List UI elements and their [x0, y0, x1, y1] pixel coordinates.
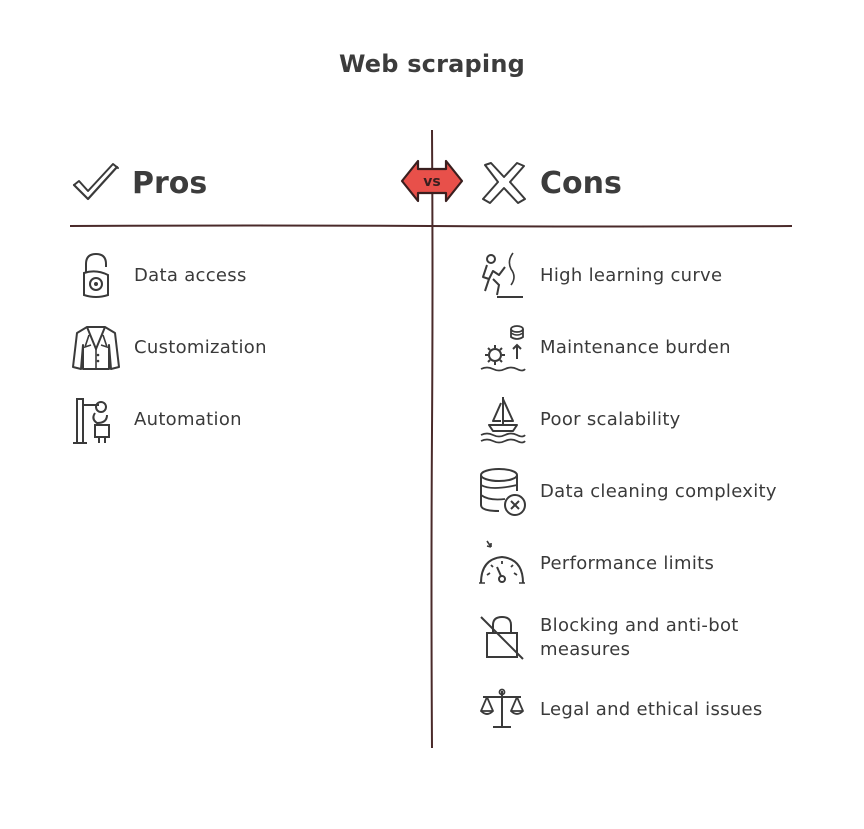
list-item: Data access [70, 250, 247, 302]
vs-badge: vs [398, 155, 466, 207]
cons-item-label: Maintenance burden [540, 337, 731, 358]
suit-jacket-icon [70, 322, 122, 374]
list-item: High learning curve [476, 250, 722, 302]
checkmark-icon [70, 160, 122, 206]
vs-label: vs [423, 174, 440, 190]
blocked-lock-icon [476, 612, 528, 664]
pros-item-label: Data access [134, 265, 247, 286]
cons-heading: Cons [540, 165, 622, 201]
list-item: Performance limits [476, 538, 714, 590]
list-item: Data cleaning complexity [476, 466, 777, 518]
cons-item-label: Blocking and anti-bot measures [540, 615, 739, 660]
list-item: Blocking and anti-bot measures [476, 612, 739, 664]
cons-item-label: Performance limits [540, 553, 715, 574]
pros-heading: Pros [132, 165, 208, 201]
pros-item-label: Automation [134, 409, 242, 430]
cons-item-label: Legal and ethical issues [540, 699, 763, 720]
cons-header: Cons [478, 160, 622, 206]
pros-item-label: Customization [134, 337, 267, 358]
list-item: Automation [70, 394, 242, 446]
list-item: Maintenance burden [476, 322, 731, 374]
cons-item-label: Poor scalability [540, 409, 681, 430]
list-item: Legal and ethical issues [476, 684, 763, 736]
page-title: Web scraping [338, 50, 526, 78]
horizontal-divider [70, 224, 792, 228]
cons-item-label: Data cleaning complexity [540, 481, 777, 502]
climber-icon [476, 250, 528, 302]
unlocked-padlock-icon [70, 250, 122, 302]
x-mark-icon [478, 160, 530, 206]
sailboat-waves-icon [476, 394, 528, 446]
robotic-arm-icon [70, 394, 122, 446]
vertical-divider [430, 130, 434, 748]
pros-header: Pros [70, 160, 207, 206]
speedometer-icon [476, 538, 528, 590]
cons-item-label: High learning curve [540, 265, 723, 286]
list-item: Poor scalability [476, 394, 681, 446]
list-item: Customization [70, 322, 267, 374]
balance-scale-icon [476, 684, 528, 736]
database-error-icon [476, 466, 528, 518]
gear-database-icon [476, 322, 528, 374]
